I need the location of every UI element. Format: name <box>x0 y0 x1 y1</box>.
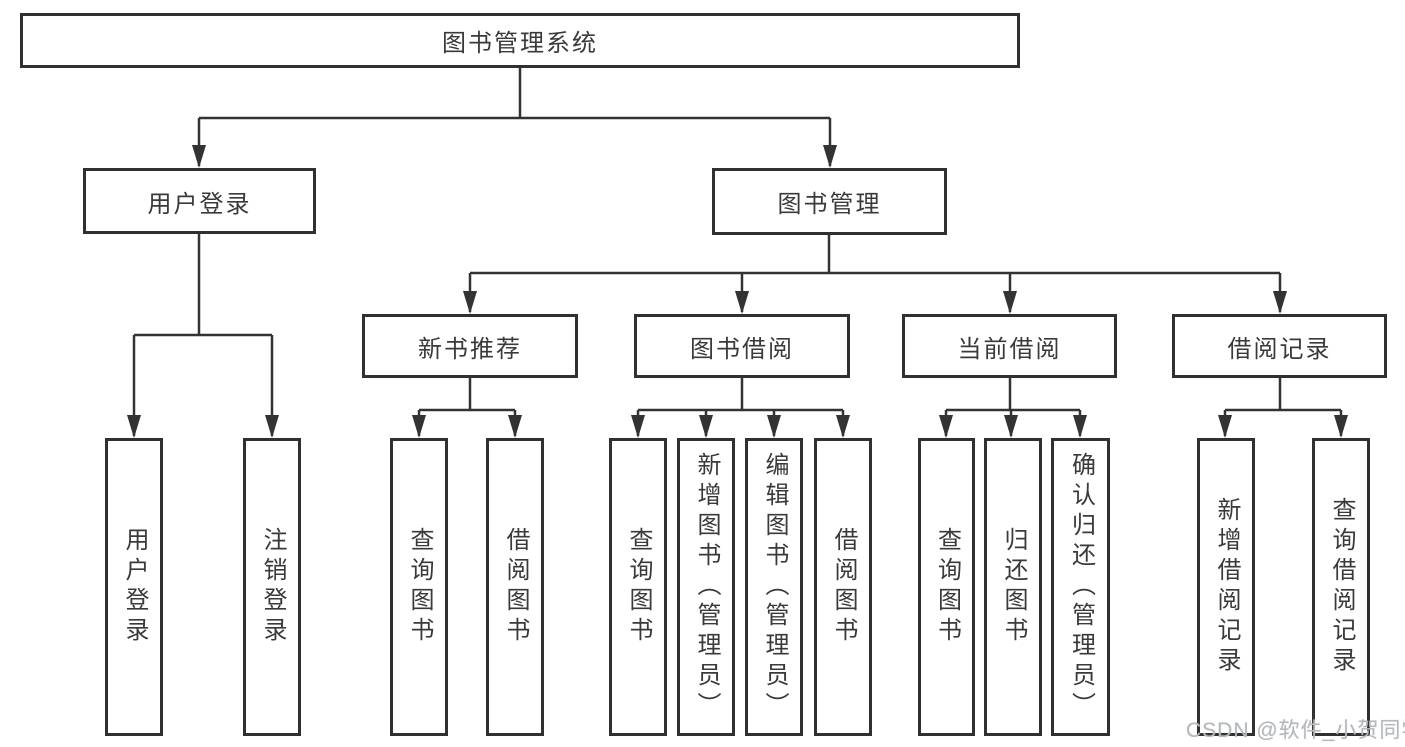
leaf-bb-borrow-books: 借阅图书 <box>814 438 872 736</box>
leaf-user-login: 用户登录 <box>105 438 163 736</box>
node-label: 用户登录 <box>121 527 148 647</box>
node-current-borrowing: 当前借阅 <box>902 314 1117 378</box>
node-label: 新增图书（管理员） <box>693 452 720 722</box>
node-label: 图书管理 <box>777 191 882 218</box>
node-user-login: 用户登录 <box>83 168 316 234</box>
node-label: 借阅记录 <box>1227 335 1332 363</box>
node-label: 借阅图书 <box>830 527 857 647</box>
node-new-book-recommend: 新书推荐 <box>362 314 578 378</box>
leaf-bb-add-books-admin: 新增图书（管理员） <box>677 438 735 736</box>
leaf-bb-query-books: 查询图书 <box>609 438 667 736</box>
node-label: 用户登录 <box>147 190 252 218</box>
node-label: 查询图书 <box>406 527 433 647</box>
arrowheads <box>127 145 1348 438</box>
node-borrowing-records: 借阅记录 <box>1172 314 1387 378</box>
node-label: 借阅图书 <box>502 527 529 647</box>
leaf-br-add-record: 新增借阅记录 <box>1197 438 1255 736</box>
node-label: 当前借阅 <box>957 335 1062 363</box>
node-label: 图书借阅 <box>690 335 794 363</box>
leaf-bb-edit-books-admin: 编辑图书（管理员） <box>745 438 803 736</box>
node-label: 注销登录 <box>259 527 286 647</box>
leaf-nbr-query-books: 查询图书 <box>390 438 448 736</box>
connector-path <box>132 68 1343 436</box>
node-label: 新增借阅记录 <box>1213 497 1240 677</box>
node-label: 查询图书 <box>625 527 652 647</box>
leaf-cb-return-books: 归还图书 <box>984 438 1042 736</box>
leaf-nbr-borrow-books: 借阅图书 <box>486 438 544 736</box>
node-label: 归还图书 <box>1000 527 1027 647</box>
node-root: 图书管理系统 <box>20 13 1020 68</box>
leaf-cb-query-books: 查询图书 <box>918 438 975 736</box>
leaf-logout: 注销登录 <box>243 438 301 736</box>
node-label: 查询借阅记录 <box>1328 497 1355 677</box>
leaf-br-query-record: 查询借阅记录 <box>1312 438 1370 736</box>
watermark-text: CSDN @软件_小贺同学 <box>1186 719 1405 742</box>
node-book-management: 图书管理 <box>712 168 947 235</box>
node-label: 确认归还（管理员） <box>1067 452 1095 722</box>
node-book-borrowing: 图书借阅 <box>634 314 850 378</box>
node-label: 新书推荐 <box>418 335 522 363</box>
node-label: 图书管理系统 <box>442 30 598 57</box>
node-label: 查询图书 <box>933 527 961 647</box>
node-label: 编辑图书（管理员） <box>761 452 788 722</box>
leaf-cb-confirm-return-admin: 确认归还（管理员） <box>1051 438 1110 736</box>
